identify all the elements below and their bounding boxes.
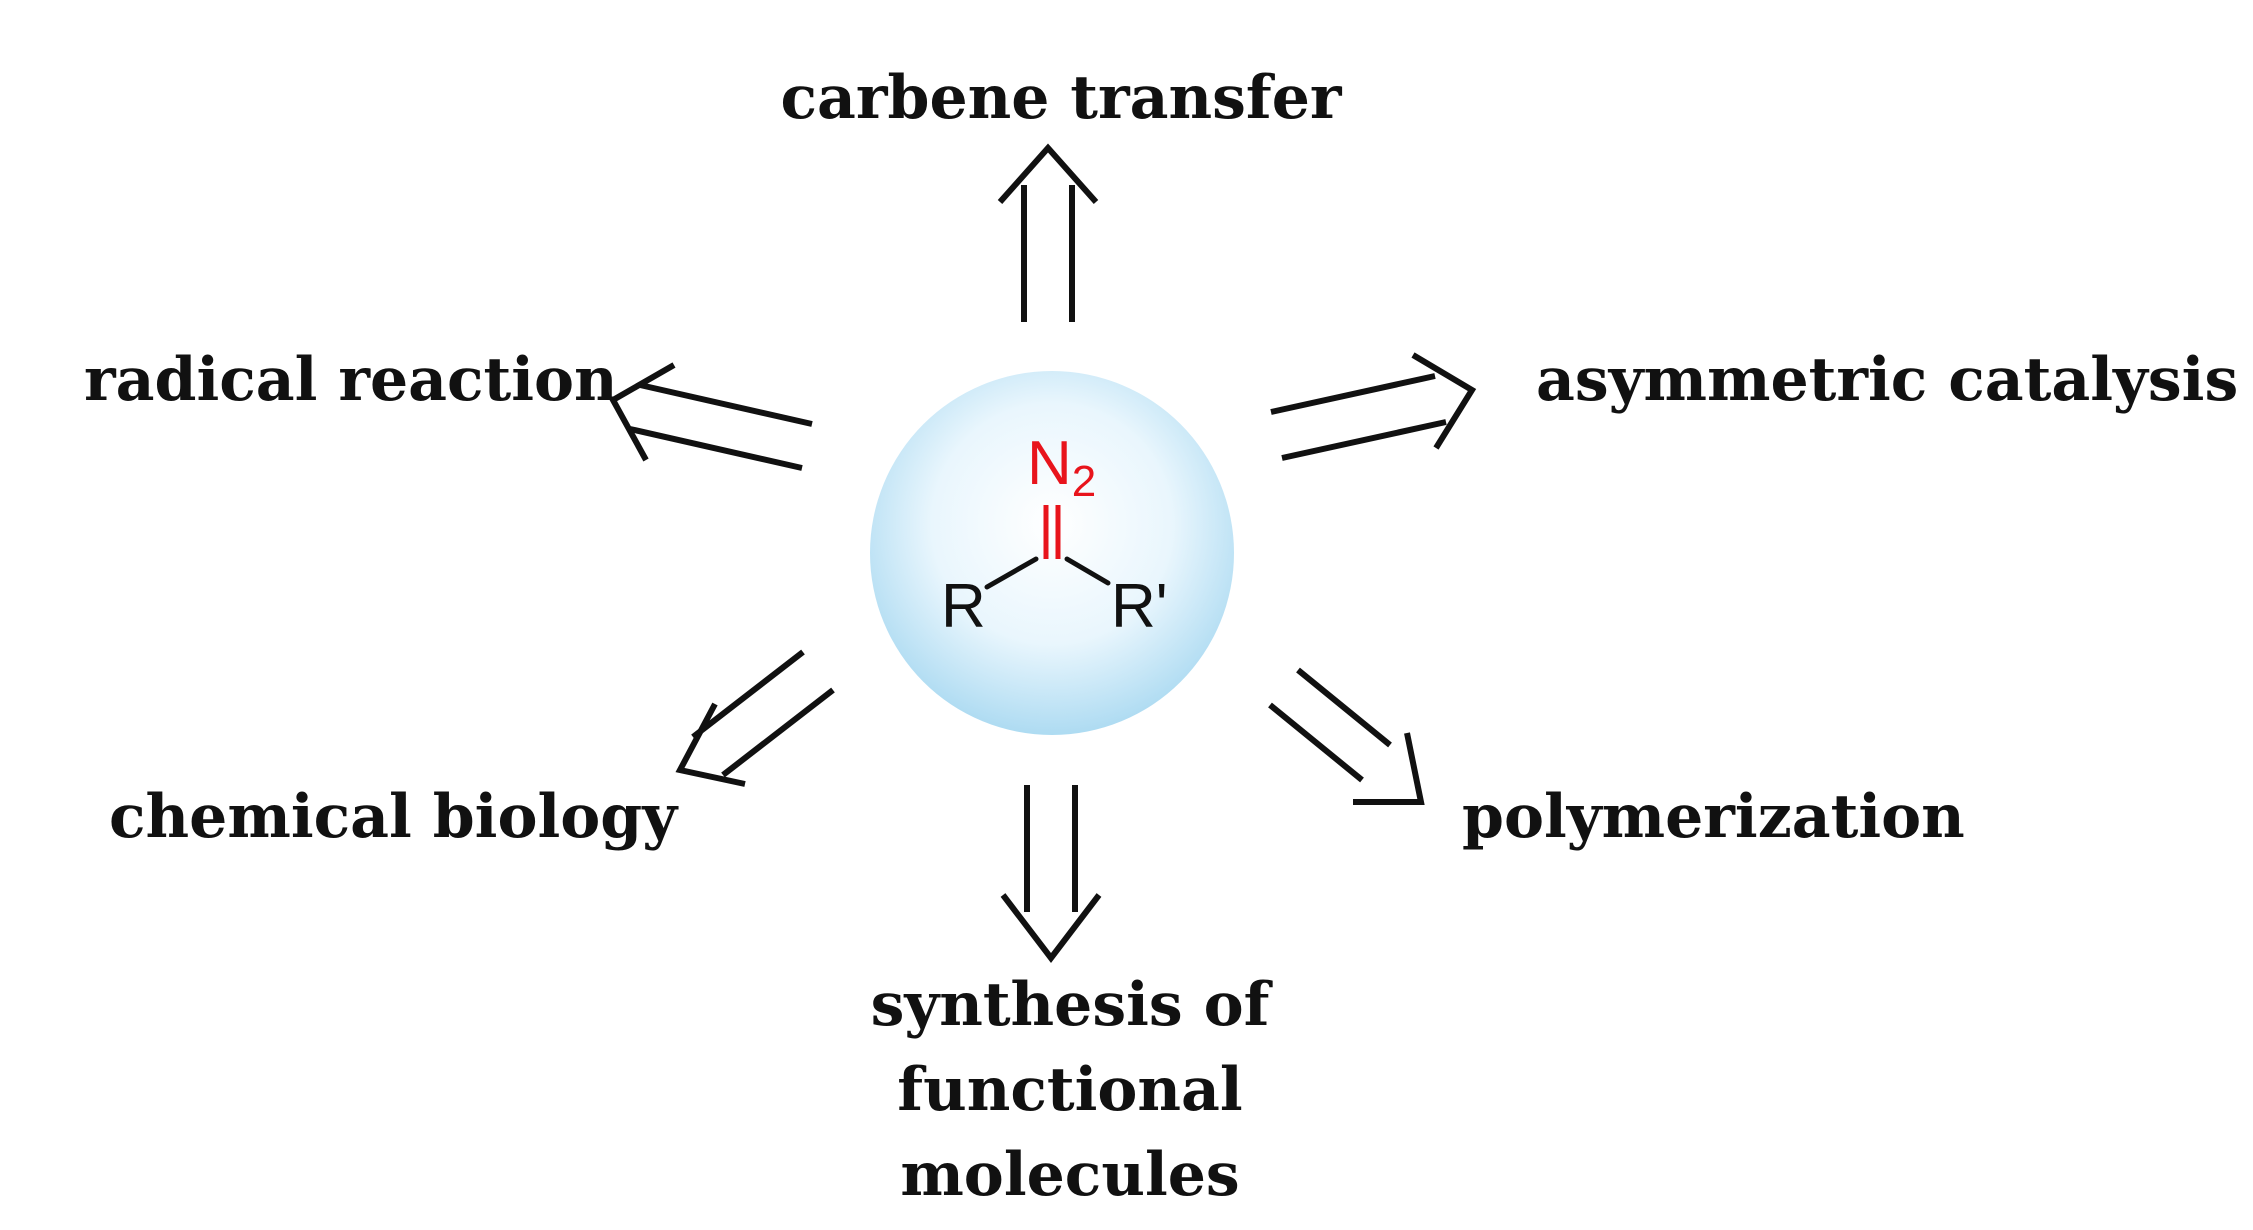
arrow-down xyxy=(1000,785,1102,963)
bond-r-left xyxy=(984,556,1039,590)
label-synthesis-line2: molecules xyxy=(900,1140,1240,1211)
center-sphere xyxy=(870,371,1234,735)
r-left-label: R xyxy=(941,572,986,641)
label-polymerization: polymerization xyxy=(1462,782,1965,852)
label-radical-reaction: radical reaction xyxy=(84,345,618,415)
arrow-up xyxy=(997,143,1099,322)
arrow-down-right xyxy=(1268,667,1425,805)
arrow-down-left xyxy=(675,649,835,787)
label-chemical-biology: chemical biology xyxy=(109,782,678,852)
bond-r-right xyxy=(1064,556,1111,586)
r-right-label: R' xyxy=(1111,572,1168,641)
label-synthesis-functional-molecules: synthesis of functional molecules xyxy=(690,963,1450,1219)
arrow-right xyxy=(1270,352,1477,461)
label-asymmetric-catalysis: asymmetric catalysis xyxy=(1536,345,2239,415)
n2-label: N2 xyxy=(1027,429,1096,506)
molecule-bonds xyxy=(984,556,1111,590)
double-bond-n2 xyxy=(1043,505,1061,559)
arrow-left xyxy=(608,362,813,471)
label-carbene-transfer: carbene transfer xyxy=(780,63,1342,133)
label-synthesis-line1: synthesis of functional xyxy=(870,970,1270,1126)
